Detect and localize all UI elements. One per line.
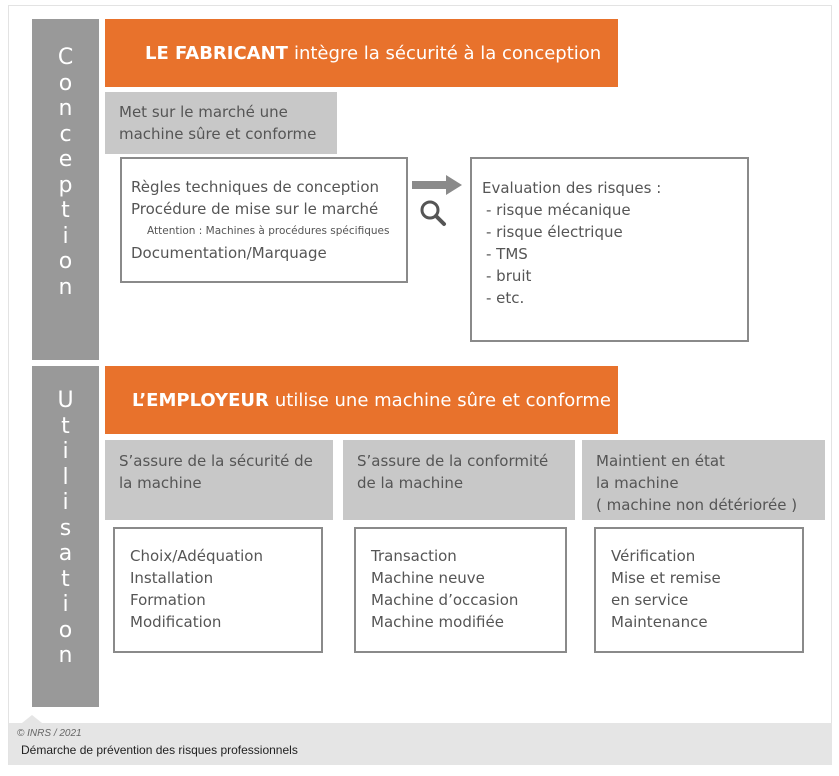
rules-line: Procédure de mise sur le marché xyxy=(131,200,379,218)
arrow-right-icon xyxy=(412,175,462,195)
column-item: Modification xyxy=(130,613,222,631)
side-letter: e xyxy=(58,147,73,172)
rules-line: Documentation/Marquage xyxy=(131,244,327,262)
risk-item: - bruit xyxy=(486,267,532,285)
column-title-line: S’assure de la sécurité de xyxy=(119,452,313,470)
rules-note: Attention : Machines à procédures spécif… xyxy=(147,225,390,237)
risk-item: - risque électrique xyxy=(486,223,623,241)
side-letter: t xyxy=(61,566,70,592)
column-item: Machine d’occasion xyxy=(371,591,519,609)
employeur-header: L’EMPLOYEUR utilise une machine sûre et … xyxy=(105,366,618,434)
risk-box: Evaluation des risques : - risque mécani… xyxy=(470,157,749,342)
column-title-line: ( machine non détériorée ) xyxy=(596,496,798,514)
column-item: Formation xyxy=(130,591,206,609)
fabricant-header-bold: LE FABRICANT xyxy=(145,42,288,64)
side-letter: c xyxy=(59,121,72,147)
column-item: Vérification xyxy=(611,547,696,565)
column-title-line: la machine xyxy=(119,474,202,492)
column-item: Installation xyxy=(130,569,214,587)
rules-line: Règles techniques de conception xyxy=(131,178,380,196)
side-letter: t xyxy=(61,198,70,223)
risk-item: - etc. xyxy=(486,289,525,307)
employeur-header-text: utilise une machine sûre et conforme xyxy=(274,389,612,411)
side-letter: i xyxy=(62,592,69,617)
column-item: Machine neuve xyxy=(371,569,485,587)
employeur-header-bold: L’EMPLOYEUR xyxy=(132,389,269,411)
column-title-line: la machine xyxy=(596,474,679,492)
column-title-box: S’assure de la sécurité de la machine xyxy=(105,440,333,520)
column-title-line: S’assure de la conformité xyxy=(357,452,549,470)
side-letter: o xyxy=(58,617,73,643)
caption-text: Démarche de prévention des risques profe… xyxy=(21,743,298,757)
risk-item: - risque mécanique xyxy=(486,201,631,219)
side-letter: C xyxy=(57,45,74,70)
fabricant-header: LE FABRICANT intègre la sécurité à la co… xyxy=(105,19,618,87)
side-letter: p xyxy=(58,172,73,198)
column-item: Transaction xyxy=(371,547,457,565)
column-title-box: S’assure de la conformité de la machine xyxy=(343,440,575,520)
market-line: Met sur le marché une xyxy=(119,103,288,121)
column-title-line: Maintient en état xyxy=(596,452,725,470)
side-letter: i xyxy=(62,439,69,464)
arrow-magnifier-icon xyxy=(412,175,462,226)
risk-item: - TMS xyxy=(486,245,528,263)
side-letter: n xyxy=(58,274,73,300)
market-box: Met sur le marché une machine sûre et co… xyxy=(105,92,337,154)
fabricant-header-text: intègre la sécurité à la conception xyxy=(293,42,602,64)
caption: © INRS / 2021 Démarche de prévention des… xyxy=(9,723,832,765)
column-item: Maintenance xyxy=(611,613,708,631)
side-letter: l xyxy=(62,464,69,490)
side-letter: n xyxy=(58,643,73,668)
side-letter: o xyxy=(58,70,73,96)
column-title-line: de la machine xyxy=(357,474,464,492)
side-letter: t xyxy=(61,413,70,439)
magnifier-icon xyxy=(420,200,446,226)
column-item: Mise et remise xyxy=(611,569,721,587)
caption-copyright: © INRS / 2021 xyxy=(17,728,82,739)
market-line: machine sûre et conforme xyxy=(119,125,317,143)
column-item: en service xyxy=(611,591,689,609)
column-title-box: Maintient en état la machine ( machine non… xyxy=(582,440,825,520)
rules-box: Règles techniques de conception Procédur… xyxy=(120,157,408,283)
side-letter: s xyxy=(59,515,72,541)
side-letter: a xyxy=(58,541,73,566)
side-letter: n xyxy=(58,96,73,121)
column-item: Choix/Adéquation xyxy=(130,547,263,565)
side-letter: o xyxy=(58,249,73,274)
side-letter: i xyxy=(62,490,69,515)
side-letter: U xyxy=(57,388,74,413)
risk-title: Evaluation des risques : xyxy=(482,179,662,197)
column-item: Machine modifiée xyxy=(371,613,504,631)
side-letter: i xyxy=(62,223,69,249)
caption-pointer xyxy=(22,715,42,723)
